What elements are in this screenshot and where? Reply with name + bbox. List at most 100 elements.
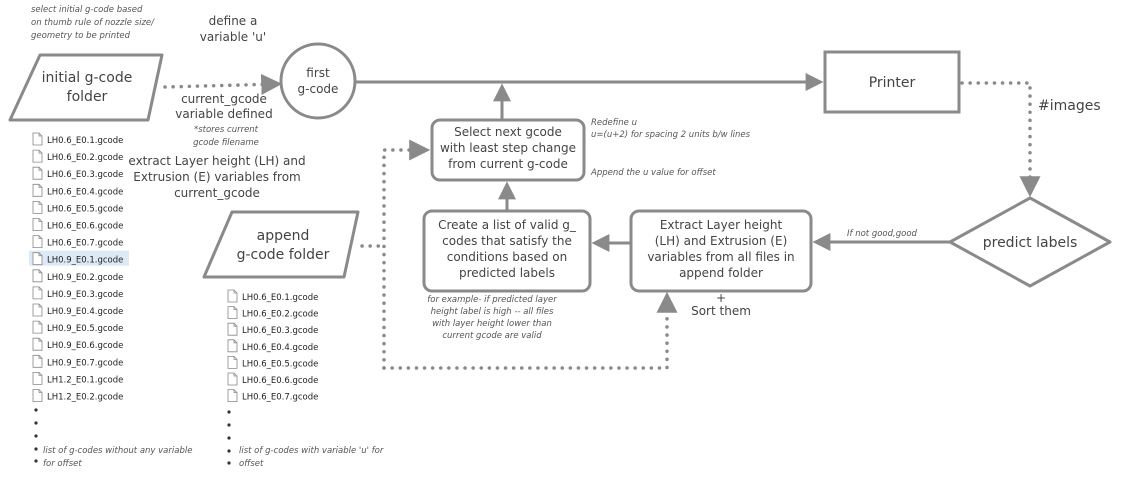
file-list-item[interactable]: LH0.6_E0.4.gcode	[227, 339, 318, 353]
extract-all-line-2: (LH) and Extrusion (E)	[655, 234, 788, 248]
file-icon	[32, 371, 43, 385]
file-list-item[interactable]: LH0.6_E0.3.gcode	[227, 322, 318, 336]
file-list-item[interactable]: LH0.6_E0.1.gcode	[32, 132, 123, 146]
file-icon	[32, 252, 43, 266]
file-icon	[32, 132, 43, 146]
first-gcode-node: first g-code	[279, 42, 357, 120]
create-valid-list-node: Create a list of valid g_ codes that sat…	[422, 209, 592, 293]
file-name: LH0.9_E0.6.gcode	[47, 341, 123, 351]
initial-gcode-file-list: LH0.6_E0.1.gcodeLH0.6_E0.2.gcodeLH0.6_E0…	[29, 132, 129, 403]
select-next-line-1: Select next gcode	[454, 125, 562, 139]
predict-labels-label: predict labels	[983, 235, 1078, 251]
bullet-dot-icon	[227, 423, 231, 427]
bullet-dot-icon	[34, 434, 38, 438]
file-icon	[32, 337, 43, 351]
file-name: LH0.6_E0.6.gcode	[242, 376, 318, 386]
note-example-3: with layer height lower than	[432, 319, 552, 329]
note-define-u-2: variable 'u'	[200, 30, 266, 44]
file-list-item[interactable]: LH0.9_E0.7.gcode	[32, 354, 123, 368]
file-name: LH0.9_E0.1.gcode	[47, 256, 123, 266]
file-list-item[interactable]: LH0.6_E0.3.gcode	[32, 166, 123, 180]
bullet-dot-icon	[227, 436, 231, 440]
note-example-2: height label is high -- all files	[431, 307, 554, 317]
file-list-item[interactable]: LH0.6_E0.5.gcode	[32, 200, 123, 214]
note-top-left-1: select initial g-code based	[31, 5, 143, 15]
file-list-item[interactable]: LH0.6_E0.6.gcode	[32, 218, 123, 232]
extract-append-node: Extract Layer height (LH) and Extrusion …	[629, 209, 813, 293]
file-icon	[32, 235, 43, 249]
note-top-left-3: geometry to be printed	[31, 31, 131, 41]
file-name: LH0.6_E0.3.gcode	[47, 170, 123, 180]
file-icon	[32, 183, 43, 197]
file-list-item[interactable]: LH0.9_E0.6.gcode	[32, 337, 123, 351]
file-icon	[32, 149, 43, 163]
file-name: LH0.6_E0.4.gcode	[242, 343, 318, 353]
bullet-dot-icon	[34, 408, 38, 412]
note-list-with-1: list of g-codes with variable 'u' for	[239, 446, 384, 456]
note-redefine-u-2: u=(u+2) for spacing 2 units b/w lines	[591, 130, 751, 140]
file-list-item[interactable]: LH0.9_E0.3.gcode	[32, 286, 123, 300]
create-list-line-1: Create a list of valid g_	[438, 218, 577, 232]
file-list-item[interactable]: LH0.9_E0.1.gcode	[29, 250, 129, 266]
file-list-item[interactable]: LH1.2_E0.2.gcode	[32, 389, 123, 403]
extract-all-line-4: append folder	[679, 266, 763, 280]
file-list-item[interactable]: LH0.9_E0.2.gcode	[32, 269, 123, 283]
file-list-item[interactable]: LH0.6_E0.5.gcode	[227, 355, 318, 369]
file-list-item[interactable]: LH0.9_E0.5.gcode	[32, 320, 123, 334]
first-gcode-label-1: first	[306, 66, 330, 80]
note-current-gcode-2: variable defined	[175, 107, 272, 121]
note-append-u: Append the u value for offset	[590, 168, 716, 178]
file-name: LH0.6_E0.1.gcode	[47, 136, 123, 146]
file-name: LH0.6_E0.5.gcode	[47, 204, 123, 214]
file-name: LH0.6_E0.7.gcode	[242, 393, 318, 403]
bullet-dot-icon	[227, 449, 231, 453]
file-icon	[32, 218, 43, 231]
note-example-1: for example- if predicted layer	[427, 295, 557, 305]
bullet-dot-icon	[34, 447, 38, 451]
append-folder-label-2: g-code folder	[237, 247, 330, 263]
note-stores-current-1: *stores current	[194, 125, 259, 135]
note-stores-current-2: gcode filename	[193, 138, 259, 148]
file-name: LH0.9_E0.5.gcode	[47, 324, 123, 334]
file-name: LH0.9_E0.3.gcode	[47, 290, 123, 300]
initial-folder-label-1: initial g-code	[42, 70, 133, 86]
file-list-item[interactable]: LH0.9_E0.4.gcode	[32, 303, 123, 317]
note-if-not-good: If not good,good	[847, 229, 918, 239]
note-images: #images	[1038, 98, 1101, 114]
note-sort-them: Sort them	[691, 304, 751, 318]
note-extract-lh-2: Extrusion (E) variables from	[133, 170, 300, 184]
file-icon	[227, 372, 238, 386]
file-list-item[interactable]: LH1.2_E0.1.gcode	[32, 371, 123, 385]
dotted-arrow-loop-to-extract	[382, 291, 678, 370]
note-extract-lh-3: current_gcode	[174, 186, 260, 200]
file-name: LH0.6_E0.5.gcode	[242, 359, 318, 369]
file-list-item[interactable]: LH0.6_E0.2.gcode	[32, 149, 123, 163]
note-list-without-1: list of g-codes without any variable	[43, 446, 192, 456]
file-icon	[32, 166, 43, 180]
file-name: LH0.6_E0.3.gcode	[242, 326, 318, 336]
file-name: LH0.6_E0.4.gcode	[47, 187, 123, 197]
first-gcode-label-2: g-code	[298, 82, 339, 96]
file-icon	[32, 320, 43, 334]
predict-labels-node: predict labels	[948, 196, 1112, 288]
note-current-gcode-1: current_gcode	[181, 92, 267, 106]
dotted-arrow-printer-to-predict	[960, 81, 1041, 198]
bullet-dot-icon	[34, 421, 38, 425]
file-list-item[interactable]: LH0.6_E0.7.gcode	[227, 389, 318, 403]
file-icon	[32, 354, 43, 368]
file-list-item[interactable]: LH0.6_E0.7.gcode	[32, 235, 123, 249]
note-extract-lh-1: extract Layer height (LH) and	[128, 154, 305, 168]
file-list-item[interactable]: LH0.6_E0.6.gcode	[227, 372, 318, 386]
selected-row-highlight	[29, 250, 129, 266]
dotted-arrow-initial-to-first	[163, 73, 283, 95]
file-icon	[227, 339, 238, 353]
file-list-item[interactable]: LH0.6_E0.2.gcode	[227, 306, 318, 320]
connectors	[163, 73, 1041, 370]
file-list-item[interactable]: LH0.6_E0.1.gcode	[227, 289, 318, 303]
file-icon	[227, 289, 238, 303]
note-sort-plus: +	[716, 291, 726, 305]
initial-gcode-folder-node: initial g-code folder	[8, 53, 164, 122]
note-example-4: current gcode are valid	[442, 331, 542, 341]
file-icon	[32, 286, 43, 300]
file-list-item[interactable]: LH0.6_E0.4.gcode	[32, 183, 123, 197]
